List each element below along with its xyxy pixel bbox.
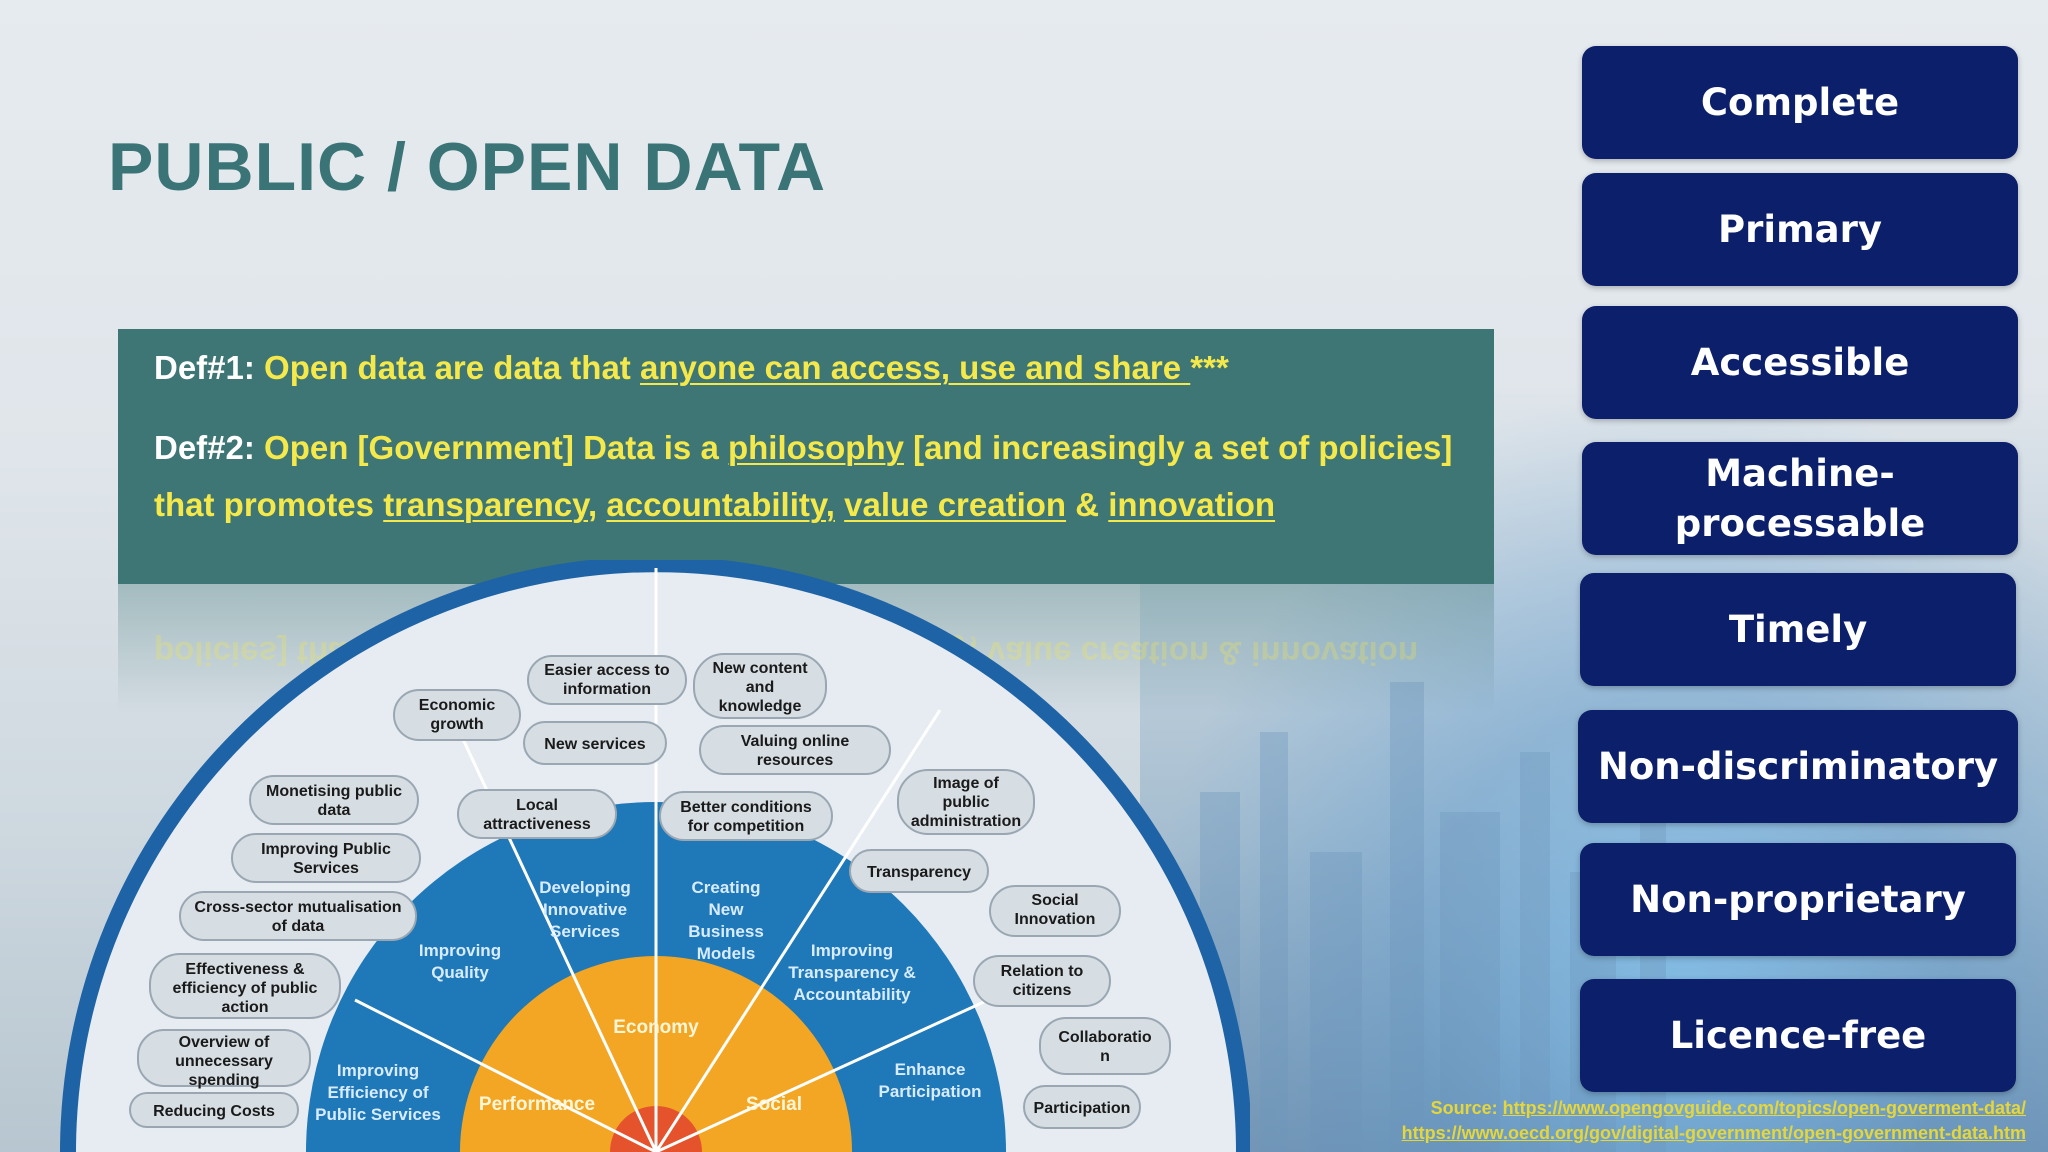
- def2-comma: ,: [588, 486, 607, 523]
- benefit-pill: [523, 721, 667, 765]
- benefit-pill: [897, 769, 1035, 835]
- source-link-opengovguide[interactable]: https://www.opengovguide.com/topics/open…: [1502, 1098, 2026, 1118]
- principle-non-discriminatory-button[interactable]: Non-discriminatory: [1578, 710, 2018, 823]
- def1-link[interactable]: anyone can access, use and share: [639, 349, 1191, 386]
- benefit-pill: [693, 653, 827, 719]
- def2-text-1: Open [Government] Data is a: [254, 429, 728, 466]
- def2-text-2: [and increasingly a set of policies] tha…: [154, 429, 1453, 523]
- def2-amp: &: [1066, 486, 1109, 523]
- benefit-pill: [137, 1029, 311, 1087]
- source-citation: Source: https://www.opengovguide.com/top…: [1402, 1096, 2026, 1146]
- benefit-pill: [249, 775, 419, 825]
- principle-primary-button[interactable]: Primary: [1582, 173, 2018, 286]
- def2-space: [835, 486, 844, 523]
- def2-label: Def#2:: [154, 429, 255, 466]
- benefit-pill: [989, 885, 1121, 937]
- source-label: Source:: [1430, 1098, 1503, 1118]
- core-label: Social: [746, 1094, 802, 1115]
- benefit-pill: [457, 789, 617, 839]
- benefit-pill: [129, 1092, 299, 1128]
- principle-complete-button[interactable]: Complete: [1582, 46, 2018, 159]
- source-link-oecd[interactable]: https://www.oecd.org/gov/digital-governm…: [1401, 1123, 2026, 1143]
- benefit-pill-label: Transparency: [867, 864, 971, 881]
- benefit-pill: [179, 891, 417, 941]
- slide-title: PUBLIC / OPEN DATA: [108, 129, 827, 205]
- benefit-pill-label: New services: [544, 736, 646, 753]
- accountability-link[interactable]: accountability,: [606, 486, 835, 523]
- def1-text: Open data are data that: [254, 349, 640, 386]
- philosophy-link[interactable]: philosophy: [727, 429, 904, 466]
- principle-machine-processable-button[interactable]: Machine-processable: [1582, 442, 2018, 555]
- principle-timely-button[interactable]: Timely: [1580, 573, 2016, 686]
- principle-accessible-button[interactable]: Accessible: [1582, 306, 2018, 419]
- benefit-pill: [1039, 1017, 1171, 1075]
- benefit-pill: [393, 689, 521, 741]
- innovation-link[interactable]: innovation: [1108, 486, 1276, 523]
- def1-stars: ***: [1190, 349, 1229, 386]
- benefit-pill: [527, 655, 687, 705]
- value-creation-link[interactable]: value creation: [844, 486, 1067, 523]
- benefit-pill: [699, 725, 891, 775]
- core-label: Economy: [613, 1017, 699, 1038]
- principle-licence-free-button[interactable]: Licence-free: [1580, 979, 2016, 1092]
- def1-label: Def#1:: [154, 349, 255, 386]
- definition-2: Def#2: Open [Government] Data is a philo…: [154, 419, 1458, 533]
- core-label: Performance: [479, 1094, 595, 1115]
- benefit-pill-label: Reducing Costs: [153, 1103, 275, 1120]
- benefit-pill: [1023, 1085, 1141, 1129]
- transparency-link[interactable]: transparency: [383, 486, 589, 523]
- principle-non-proprietary-button[interactable]: Non-proprietary: [1580, 843, 2016, 956]
- benefit-pill: [659, 791, 833, 841]
- definition-1: Def#1: Open data are data that anyone ca…: [154, 343, 1458, 393]
- benefit-pill: [231, 833, 421, 883]
- benefit-pill-label: Participation: [1034, 1100, 1131, 1117]
- benefit-pill: [973, 955, 1111, 1007]
- benefit-pill: [849, 849, 989, 893]
- benefit-pill: [149, 953, 341, 1019]
- definitions-box: Def#1: Open data are data that anyone ca…: [118, 329, 1494, 584]
